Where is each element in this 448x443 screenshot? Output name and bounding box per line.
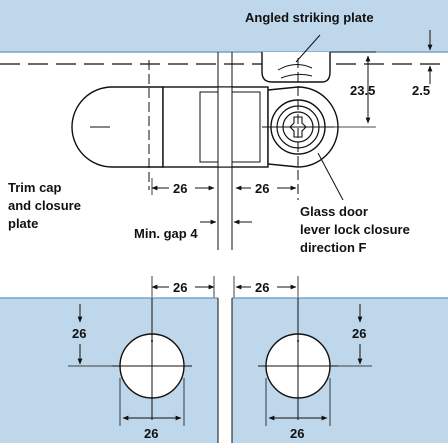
trim-cap-label-line2: and closure <box>8 198 81 213</box>
striking-plate-curve <box>277 64 313 71</box>
right-hole-diam-label: 26 <box>290 426 304 441</box>
dim-26-bottom-left-label: 26 <box>173 280 187 295</box>
trim-cap-label-line1: Trim cap <box>8 180 62 195</box>
lock-body-center <box>217 86 233 168</box>
dim-26-bottom-right-label: 26 <box>255 280 269 295</box>
left-hole-diam-label: 26 <box>144 426 158 441</box>
left-hole-center-dot <box>151 340 153 342</box>
trim-cap-shape <box>71 86 164 168</box>
dim-26-bottom-left-bg <box>169 279 195 295</box>
glass-panel-top <box>0 0 448 52</box>
trim-cap-label-line3: plate <box>8 216 38 231</box>
top-view: 23.5 2.5 26 26 Angled striking plate Tri… <box>0 0 448 255</box>
glass-panel-left <box>0 298 218 443</box>
striking-plate-shape <box>261 52 331 83</box>
min-gap-label: Min. gap 4 <box>134 226 198 241</box>
glass-door-lock-label-line1: Glass door <box>300 204 368 219</box>
dim-26-left-label: 26 <box>173 181 187 196</box>
angled-striking-plate-label: Angled striking plate <box>245 10 374 25</box>
striking-plate-curve-2 <box>280 73 313 79</box>
dim-26-left-bg <box>169 180 195 196</box>
dim-26-left-vertical-label: 26 <box>72 326 86 341</box>
leader-glass-door-lock <box>317 152 344 201</box>
glass-door-lock-label-line3: direction F <box>300 240 367 255</box>
bottom-view: 26 26 26 26 <box>0 276 448 443</box>
dim-26-right-bg <box>251 180 277 196</box>
right-hole-center-dot <box>297 340 299 342</box>
dim-2-5-label: 2.5 <box>412 83 430 98</box>
leader-striking-plate <box>295 34 321 63</box>
dim-26-right-label: 26 <box>255 181 269 196</box>
glass-panel-right <box>232 298 448 443</box>
dim-26-right-vertical-label: 26 <box>352 326 366 341</box>
dim-26-bottom-right-bg <box>251 279 277 295</box>
dim-23-5-label: 23.5 <box>350 83 375 98</box>
glass-door-lock-label-line2: lever lock closure <box>300 222 410 237</box>
